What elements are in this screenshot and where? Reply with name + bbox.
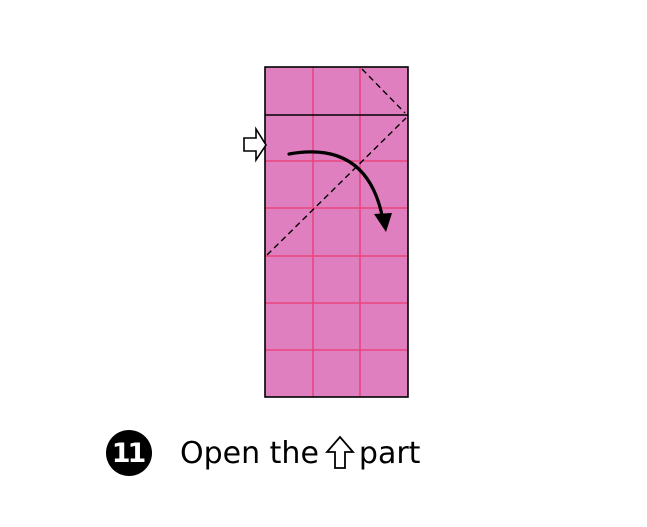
dashed-corner-fold-line <box>361 68 406 114</box>
step-caption: 11 Open the part <box>106 428 420 478</box>
paper-sheet <box>265 67 408 397</box>
right-arrow-outline-icon <box>243 126 267 163</box>
curved-arrow-icon <box>287 150 392 232</box>
up-arrow-outline-icon <box>324 435 355 469</box>
paper-outline <box>264 66 409 398</box>
step-number-badge: 11 <box>106 430 152 476</box>
dashed-diagonal-fold-line <box>266 117 407 256</box>
caption-text-after: part <box>358 435 421 471</box>
crease-grid <box>265 67 408 397</box>
caption-text-before: Open the <box>180 435 319 471</box>
